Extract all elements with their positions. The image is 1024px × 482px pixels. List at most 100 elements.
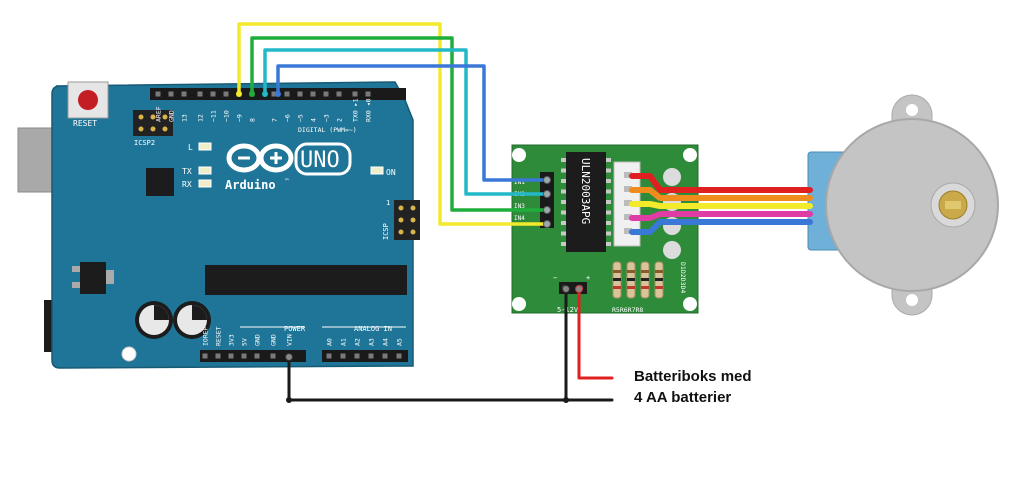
wire-end-dot [285,353,293,361]
resistor-band [613,286,621,289]
resistor-band [655,286,663,289]
icsp2-header [133,110,173,136]
connector-pin [624,200,632,206]
chip-leg [606,189,611,194]
board-pcb [51,81,414,369]
led-rx [198,179,212,188]
connector-pin [624,172,632,178]
chip-leg [606,179,611,183]
header-pin [197,91,203,97]
motor-cable-wire-0 [629,173,813,193]
chip-leg [561,189,566,194]
power-pin-label-2: 3V3 [228,334,236,346]
analog-pin-label-2: A2 [354,338,362,346]
pin-label-14: TX0 ▸1 [352,98,360,122]
led-on [370,166,384,175]
analog-header [322,350,408,362]
pin-label-9: ~6 [284,114,292,122]
motor-cable-wire-1 [629,187,813,201]
model-label: UNO [300,148,340,173]
icsp-header [394,200,420,240]
microcontroller [205,265,407,295]
connector-pin [624,186,632,192]
uln2003-driver-board: ULN2003APG R5R6R7R8 D1D2D3D4 IN1IN2IN3IN… [511,144,699,314]
arduino-logo [226,143,294,173]
motor-cable-wire-2 [629,201,813,209]
connector-pin [624,228,632,234]
wire-cyan-pin9 [263,48,548,196]
voltage-regulator [80,262,106,294]
motor-body [825,118,999,292]
chip-leg [561,210,566,215]
header-pin [336,91,342,97]
motor-cable-wire-4 [629,219,813,235]
header-pin [270,353,276,359]
led-label: D1D2D3D4 [679,262,687,293]
header-pin [365,91,371,97]
header-pin [168,91,174,97]
battery-box-label: Batteriboks med 4 AA batterier [634,366,834,408]
digital-label: DIGITAL (PWM=~) [298,126,357,134]
wire-end-dot [262,91,268,97]
stepper-motor [807,94,999,316]
pin-label-0: AREF [155,106,163,122]
chip-leg [606,168,611,173]
header-pin [352,91,358,97]
resistor-label: R5R6R7R8 [612,306,643,314]
chip-leg [606,210,611,215]
resistor-band [613,270,621,273]
chip-leg [606,242,611,246]
header-pin [323,91,329,97]
led-tx-label: TX [182,167,192,176]
header-pin [202,353,208,359]
resistor-band [655,278,663,281]
power-pin-label-4: GND [254,334,262,346]
wires [236,22,813,403]
led-d4 [663,241,681,259]
pin-label-11: 4 [310,118,318,122]
uno-badge [294,142,352,176]
wire-blue-pin8 [276,64,548,182]
wire-yellow-pin11 [237,22,548,226]
power-pin-label-0: IOREF [202,326,210,346]
resistors [612,261,664,299]
header-pin [241,353,247,359]
usb-chip [146,168,174,196]
icsp-label: ICSP [382,223,390,240]
chip-leg [561,158,566,162]
pin-label-7: 8 [249,118,257,122]
uln2003-chip [566,152,606,252]
header-pin [297,91,303,97]
resistor-band [627,278,635,281]
input-label-3: IN4 [514,215,525,222]
analog-pin-label-3: A3 [368,338,376,346]
pin-label-5: ~10 [223,110,231,122]
resistor-band [641,278,649,281]
chip-leg [561,221,566,225]
header-pin [382,353,388,359]
chip-leg [606,221,611,225]
header-pin [271,91,277,97]
battery-label-line1: Batteriboks med [634,368,752,385]
header-pin [215,353,221,359]
led-tx [198,166,212,175]
connector-pin [624,214,632,220]
power-pin-label-3: 5V [241,338,249,346]
power-pin-label-6: VIN [286,334,294,346]
wire-end-dot [543,176,551,184]
header-pin [310,91,316,97]
wire-end-dot [575,285,583,293]
chip-leg [561,242,566,246]
wire-junction [286,397,292,403]
input-label-2: IN3 [514,203,525,210]
header-pin [368,353,374,359]
pin-label-3: 12 [197,114,205,122]
plus-label: + [586,274,590,282]
resistor-band [641,286,649,289]
capacitors [135,301,211,339]
pin-label-8: 7 [271,118,279,122]
led-l-label: L [188,143,193,152]
